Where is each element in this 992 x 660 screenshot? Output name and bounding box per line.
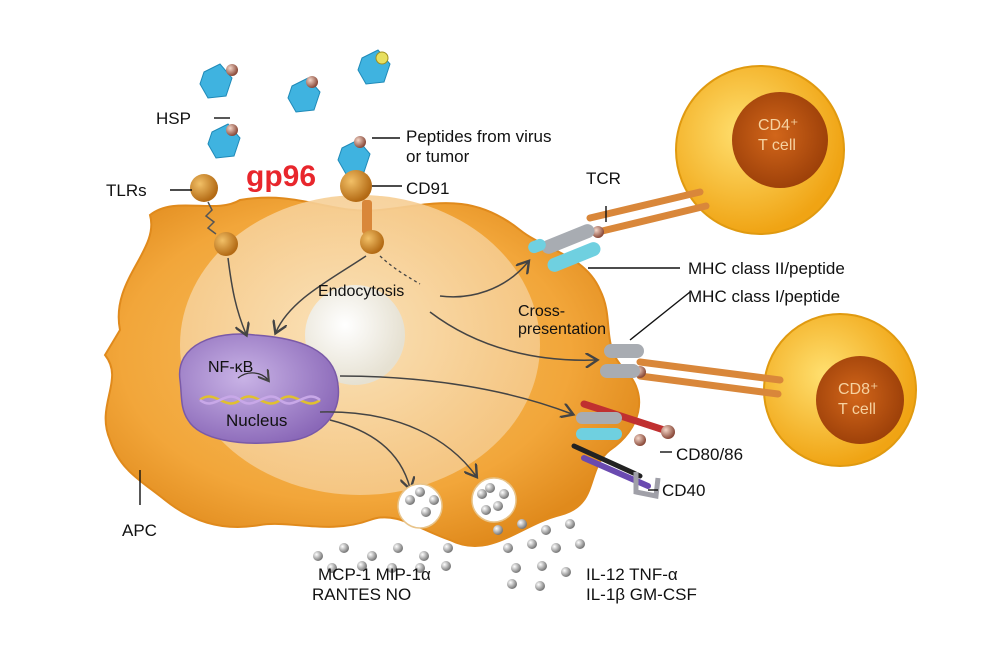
secreted-molecule-dot	[503, 543, 513, 553]
label-endocytosis: Endocytosis	[318, 283, 404, 300]
label-cd4-line1: CD4⁺	[758, 117, 798, 134]
tcr-mhc1-complex	[600, 344, 784, 398]
secreted-molecule-dot	[493, 501, 503, 511]
secreted-molecule-dot	[575, 539, 585, 549]
secreted-molecule-dot	[415, 487, 425, 497]
leader-lines	[139, 117, 691, 505]
hsp-molecule	[199, 63, 238, 99]
secreted-molecule-dot	[387, 563, 397, 573]
tlr-stem	[204, 201, 217, 235]
secreted-molecule-dot	[511, 563, 521, 573]
secreted-molecule-dot	[405, 495, 415, 505]
nfkb-arrow	[237, 373, 268, 380]
arrow-cd91-to-nucleus	[276, 255, 367, 332]
hsp-bound-tlr	[207, 123, 241, 159]
label-mhc1: MHC class I/peptide	[688, 287, 840, 306]
cd40-molecule	[571, 443, 661, 499]
secreted-molecule-dot	[481, 505, 491, 515]
tcr-mhc2-complex	[528, 188, 710, 272]
cd91-receptor	[340, 170, 372, 202]
label-cytokines-line1: IL-12 TNF-α	[586, 565, 678, 584]
cd8-t-cell	[763, 313, 917, 467]
hsp-molecule	[287, 76, 321, 113]
label-gp96: gp96	[246, 160, 316, 193]
label-cd40: CD40	[662, 481, 705, 500]
secreted-molecule-dot	[551, 543, 561, 553]
label-cd4-line2: T cell	[758, 137, 796, 154]
label-chemokines-line2: RANTES NO	[312, 585, 411, 604]
label-chemokines-line1: MCP-1 MIP-1α	[318, 565, 431, 584]
secreted-molecule-dot	[535, 581, 545, 591]
label-cross-line2: presentation	[518, 321, 606, 338]
label-mhc2: MHC class II/peptide	[688, 259, 845, 278]
secreted-molecule-dot	[541, 525, 551, 535]
endosome	[305, 285, 405, 385]
secreted-molecule-dot	[421, 507, 431, 517]
secreted-molecule-dot	[429, 495, 439, 505]
hsp-bound-cd91	[337, 136, 371, 175]
cd80-86-molecule	[576, 400, 675, 446]
secreted-molecule-dot	[527, 539, 537, 549]
secreted-molecule-dot	[499, 489, 509, 499]
label-hsp: HSP	[156, 109, 191, 128]
arrow-nucleus-to-costim	[339, 375, 572, 414]
secreted-molecule-dot	[415, 563, 425, 573]
label-cd80-86: CD80/86	[676, 445, 743, 464]
tlr-intracellular	[214, 232, 238, 256]
label-cross-line1: Cross-	[518, 303, 565, 320]
tlr-receptor	[190, 174, 218, 202]
cd91-intracellular	[360, 230, 384, 254]
secreted-molecule-dot	[441, 561, 451, 571]
secretory-vesicle	[397, 483, 443, 529]
label-cytokines-line2: IL-1β GM-CSF	[586, 585, 697, 604]
arrow-nucleus-to-cytokines	[319, 411, 476, 476]
arrow-to-mhc1	[429, 311, 596, 360]
secreted-molecule-dot	[537, 561, 547, 571]
secreted-molecule-dot	[327, 563, 337, 573]
secreted-molecule-dot	[313, 551, 323, 561]
label-cd91: CD91	[406, 179, 449, 198]
arrow-nucleus-to-chemokines	[329, 419, 410, 488]
secreted-molecule-dot	[507, 579, 517, 589]
label-nfkb: NF-κB	[208, 359, 253, 376]
arrow-to-mhc2	[439, 262, 528, 298]
cd4-t-cell	[675, 65, 845, 235]
secreted-molecule-dot	[393, 543, 403, 553]
label-nucleus: Nucleus	[226, 411, 287, 430]
secreted-molecule-dot	[493, 525, 503, 535]
secreted-molecule-dot	[477, 489, 487, 499]
label-peptides-line2: or tumor	[406, 147, 470, 166]
secreted-molecule-dot	[357, 561, 367, 571]
secreted-molecule-dot	[367, 551, 377, 561]
secreted-molecules	[313, 483, 585, 591]
label-tlrs: TLRs	[106, 181, 147, 200]
cd91-stem	[362, 200, 372, 234]
label-tcr: TCR	[586, 169, 621, 188]
secreted-molecule-dot	[339, 543, 349, 553]
secreted-molecule-dot	[443, 543, 453, 553]
label-cd8-line1: CD8⁺	[838, 381, 878, 398]
dna-helix-strand	[199, 395, 321, 405]
hsp-molecule	[357, 49, 391, 85]
secreted-molecule-dot	[565, 519, 575, 529]
secreted-molecule-dot	[517, 519, 527, 529]
secretory-vesicle	[471, 477, 517, 523]
label-apc: APC	[122, 521, 157, 540]
secreted-molecule-dot	[561, 567, 571, 577]
arrow-tlr-to-nucleus	[227, 257, 246, 334]
secreted-molecule-dot	[485, 483, 495, 493]
label-cd8-line2: T cell	[838, 401, 876, 418]
label-peptides-line1: Peptides from virus	[406, 127, 552, 146]
secreted-molecule-dot	[419, 551, 429, 561]
